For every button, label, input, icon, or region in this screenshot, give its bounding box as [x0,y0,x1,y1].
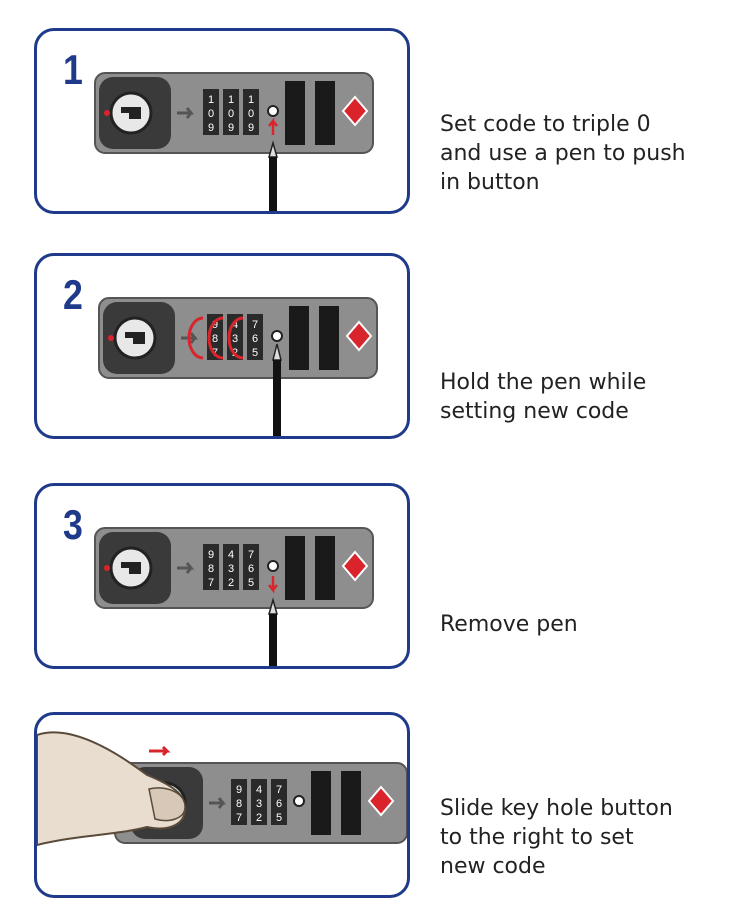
fingernail [148,787,186,822]
dial-3-bottom: 9 [248,122,254,134]
dial-2-top: 4 [232,319,238,331]
pen-icon [269,614,277,666]
dial-3-middle: 6 [248,563,254,575]
step-1-number: 1 [63,46,83,93]
code-dials: 9 8 7 4 3 2 7 6 5 [203,544,259,590]
dial-1-middle: 8 [208,563,214,575]
arrow-down-icon [268,576,278,594]
pen-icon [269,157,277,211]
step-4-caption: Slide key hole button to the right to se… [440,796,673,879]
dial-2-middle: 3 [232,333,238,345]
arrow-up-icon [268,117,278,135]
dial-1-top: 9 [208,549,214,561]
dial-3-bottom: 5 [252,347,258,359]
step-3-panel: 3 9 8 7 4 3 2 7 6 5 [34,483,410,669]
arrow-right-icon [177,107,195,119]
step-4-panel: 4 9 8 7 4 3 2 7 6 5 [34,712,410,898]
arrow-right-icon [177,562,195,574]
arrow-right-icon [181,332,199,344]
dial-2-middle: 3 [228,563,234,575]
dial-2-bottom: 2 [228,577,234,589]
step-1-caption: Set code to triple 0 and use a pen to pu… [440,112,686,195]
dial-3-middle: 0 [248,108,254,120]
code-dials: 9 8 7 4 3 2 7 6 5 [231,779,287,825]
dial-2-bottom: 2 [256,812,262,824]
dial-1-bottom: 7 [236,812,242,824]
step-2-number: 2 [63,271,83,318]
dial-3-middle: 6 [252,333,258,345]
reset-button [271,330,283,342]
reset-button [293,795,305,807]
reset-button [267,105,279,117]
dial-3-bottom: 5 [248,577,254,589]
step-3-caption: Remove pen [440,612,578,637]
dial-1-bottom: 7 [208,577,214,589]
tsa-logo-icon [367,785,395,817]
dial-2-top: 4 [228,549,234,561]
pen-icon [273,360,281,436]
dial-3-top: 1 [248,94,254,106]
dial-2-top: 4 [256,784,262,796]
dial-1-middle: 8 [212,333,218,345]
dial-2-middle: 0 [228,108,234,120]
code-dials: 1 0 9 1 0 9 1 0 9 [203,89,259,135]
step-4-lock-illustration: 9 8 7 4 3 2 7 6 5 [37,731,407,847]
dial-3-top: 7 [252,319,258,331]
dial-2-top: 1 [228,94,234,106]
dial-1-top: 9 [212,319,218,331]
step-2-caption: Hold the pen while setting new code [440,370,647,424]
arrow-right-icon [149,745,171,757]
tsa-logo-icon [341,550,369,582]
dial-1-bottom: 9 [208,122,214,134]
step-1-lock-illustration: 1 0 9 1 0 9 1 0 9 [94,72,374,211]
dial-1-top: 9 [236,784,242,796]
dial-2-middle: 3 [256,798,262,810]
reset-button [267,560,279,572]
step-2-lock-illustration: 9 8 7 4 3 2 7 6 5 [98,297,378,436]
step-2-panel: 2 9 8 7 4 3 2 7 6 5 [34,253,410,439]
dial-1-top: 1 [208,94,214,106]
tsa-logo-icon [341,95,369,127]
dial-3-top: 7 [276,784,282,796]
rotate-arrows-icon [187,316,244,360]
dial-3-middle: 6 [276,798,282,810]
dial-3-top: 7 [248,549,254,561]
step-3-number: 3 [63,501,83,548]
dial-1-middle: 8 [236,798,242,810]
dial-3-bottom: 5 [276,812,282,824]
step-1-panel: 1 1 0 9 1 0 9 1 0 9 [34,28,410,214]
step-3-lock-illustration: 9 8 7 4 3 2 7 6 5 [94,527,374,666]
dial-1-middle: 0 [208,108,214,120]
dial-2-bottom: 9 [228,122,234,134]
tsa-logo-icon [345,320,373,352]
